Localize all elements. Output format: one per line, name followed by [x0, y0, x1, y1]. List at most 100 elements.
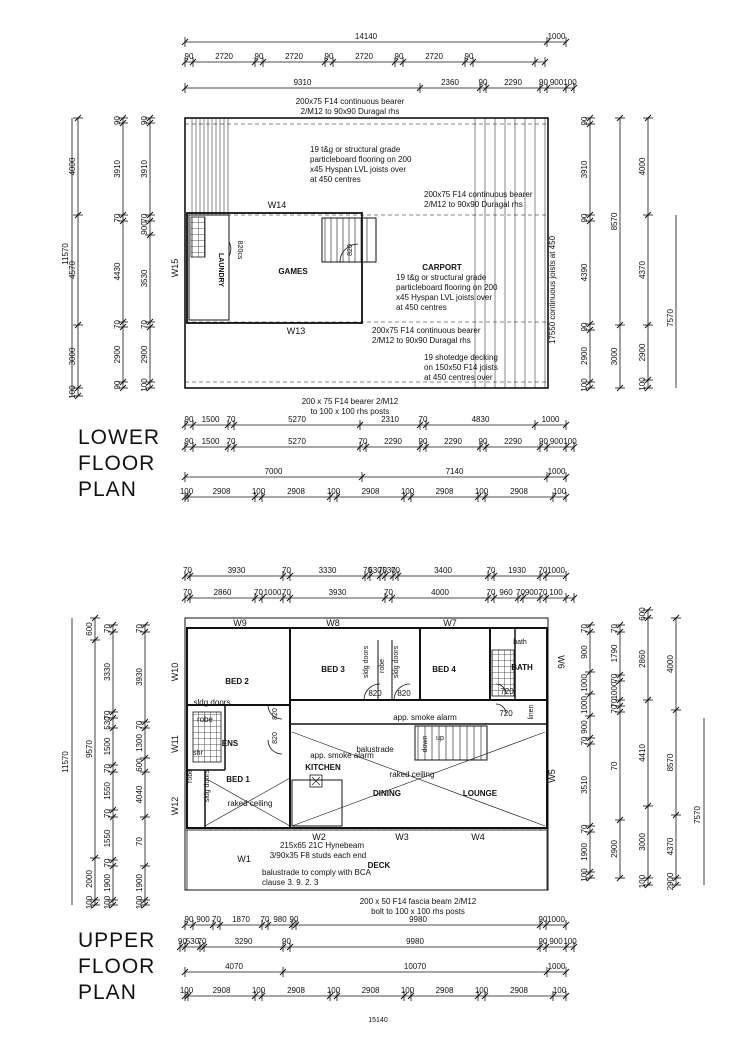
- dimension-tick: [562, 443, 570, 451]
- dimension-tick: [91, 896, 99, 904]
- upper-bottom-row4-label: 2908: [213, 986, 231, 995]
- lower-left-col3-label: 70: [140, 320, 149, 329]
- door-820-label: 820: [397, 689, 411, 698]
- upper-left-col2-label: 4040: [135, 785, 144, 803]
- dimension-tick: [531, 421, 539, 429]
- lower-right-col1-label: 2900: [580, 347, 589, 365]
- upper-left-col1-label: 1900: [103, 874, 112, 892]
- dimension-tick: [141, 813, 149, 821]
- dimension-tick: [181, 493, 189, 501]
- dimension-tick: [422, 421, 430, 429]
- dimension-tick: [258, 992, 266, 1000]
- dimension-tick: [586, 828, 594, 836]
- upper-title-line-1: UPPER: [78, 929, 156, 952]
- upper-top-row2-label: 3930: [329, 588, 347, 597]
- dimension-tick: [356, 443, 364, 451]
- upper-floor-plan-title: UPPER FLOOR PLAN: [78, 928, 155, 1006]
- dimension-tick: [586, 384, 594, 392]
- door-720-label: 720: [500, 687, 514, 696]
- upper-bottom-row1-label: 70: [261, 915, 270, 924]
- dimension-tick: [482, 84, 490, 92]
- lower-title-line-1: LOWER: [78, 426, 161, 449]
- dimension-tick: [407, 992, 415, 1000]
- upper-left-col2-label: 70: [135, 837, 144, 846]
- upper-top-row1-label: 3400: [434, 566, 452, 575]
- dimension-tick: [536, 572, 544, 580]
- upper-left-col2-label: 70: [135, 720, 144, 729]
- upper-left-col1-label: 70: [103, 764, 112, 773]
- upper-right-col4-label: 4000: [666, 655, 675, 673]
- dimension-tick: [381, 594, 389, 602]
- upper-left-col1-label: 70: [103, 858, 112, 867]
- dimension-tick: [536, 443, 544, 451]
- upper-top-row2-label: 70: [539, 588, 548, 597]
- dimension-tick: [91, 901, 99, 909]
- upper-bottom-row2-label: 90: [178, 937, 187, 946]
- room-label-bed1: BED 1: [226, 775, 250, 784]
- dimension-tick: [476, 443, 484, 451]
- dimension-tick: [644, 376, 652, 384]
- lower-note: 200x75 F14 continuous bearer: [296, 97, 405, 106]
- upper-left-col2-label: 1900: [135, 874, 144, 892]
- note-smoke-alarm: app. smoke alarm: [310, 751, 374, 760]
- upper-left-col2-label: 1300: [135, 734, 144, 752]
- lower-bottom-row2-label: 70: [359, 437, 368, 446]
- lower-bottom-row3-label: 1000: [548, 467, 566, 476]
- lower-floor-plan-title: LOWER FLOOR PLAN: [78, 425, 160, 503]
- dimension-tick: [286, 572, 294, 580]
- note-sldg-doors: sldg doors: [194, 698, 231, 707]
- dimension-tick: [543, 38, 551, 46]
- door-swing: [495, 683, 507, 695]
- dimension-tick: [146, 378, 154, 386]
- lower-bottom-row1-label: 70: [227, 415, 236, 424]
- room-label-bath: BATH: [511, 663, 533, 672]
- door-swing: [495, 703, 507, 715]
- lower-left-overall-label: 11570: [61, 243, 70, 265]
- lower-top-row1-label: 90: [465, 52, 474, 61]
- upper-top-row1-label: 70: [363, 566, 372, 575]
- dimension-tick: [366, 572, 374, 580]
- upper-bottom-row2-label: 100: [563, 937, 577, 946]
- lower-bottom-row4-label: 100: [180, 487, 194, 496]
- dimension-tick: [74, 392, 82, 400]
- upper-bottom-row2-label: 900: [549, 937, 563, 946]
- dimension-tick: [400, 493, 408, 501]
- window-w6-label: W6: [556, 655, 566, 669]
- upper-top-row2-label: 900: [525, 588, 539, 597]
- lower-bottom-row2-label: 900: [550, 437, 564, 446]
- lower-left-col2-label: 2900: [113, 345, 122, 363]
- lower-note: 19 shotedge decking: [424, 353, 498, 362]
- dimension-tick: [109, 862, 117, 870]
- lower-bottom-row1-label: 1500: [202, 415, 220, 424]
- lower-left-col2-label: 3910: [113, 160, 122, 178]
- upper-right-col3-label: 600: [638, 607, 647, 621]
- dimension-tick: [616, 874, 624, 882]
- dimension-tick: [74, 321, 82, 329]
- lower-top-row2-label: 900: [550, 78, 564, 87]
- upper-right-col3-label: 100: [638, 874, 647, 888]
- lower-left-col3-label: 900: [140, 221, 149, 235]
- dimension-tick: [74, 384, 82, 392]
- dimension-tick: [109, 901, 117, 909]
- dimension-tick: [407, 493, 415, 501]
- lower-bottom-row4-label: 2908: [436, 487, 454, 496]
- window-w8-label: W8: [326, 618, 340, 628]
- dimension-tick: [181, 594, 189, 602]
- lower-left-col1-label: 3000: [68, 347, 77, 365]
- dimension-tick: [333, 992, 341, 1000]
- upper-right-col4-label: 4370: [666, 837, 675, 855]
- lower-right-col3-label: 4370: [638, 261, 647, 279]
- lower-bottom-row4-label: 2908: [510, 487, 528, 496]
- upper-right-col4-label: 8570: [666, 753, 675, 771]
- dimension-tick: [119, 384, 127, 392]
- door-swing: [267, 739, 283, 755]
- lower-note: 19 t&g or structural grade: [310, 145, 401, 154]
- room-label-lounge: LOUNGE: [463, 789, 498, 798]
- dimension-tick: [181, 943, 189, 951]
- upper-right-col2-label: 1000: [610, 681, 619, 699]
- dimension-tick: [326, 493, 334, 501]
- ensuite-tile: [192, 711, 222, 763]
- dimension-tick: [329, 58, 337, 66]
- dimension-tick: [146, 211, 154, 219]
- upper-top-row1-label: 1000: [547, 566, 565, 575]
